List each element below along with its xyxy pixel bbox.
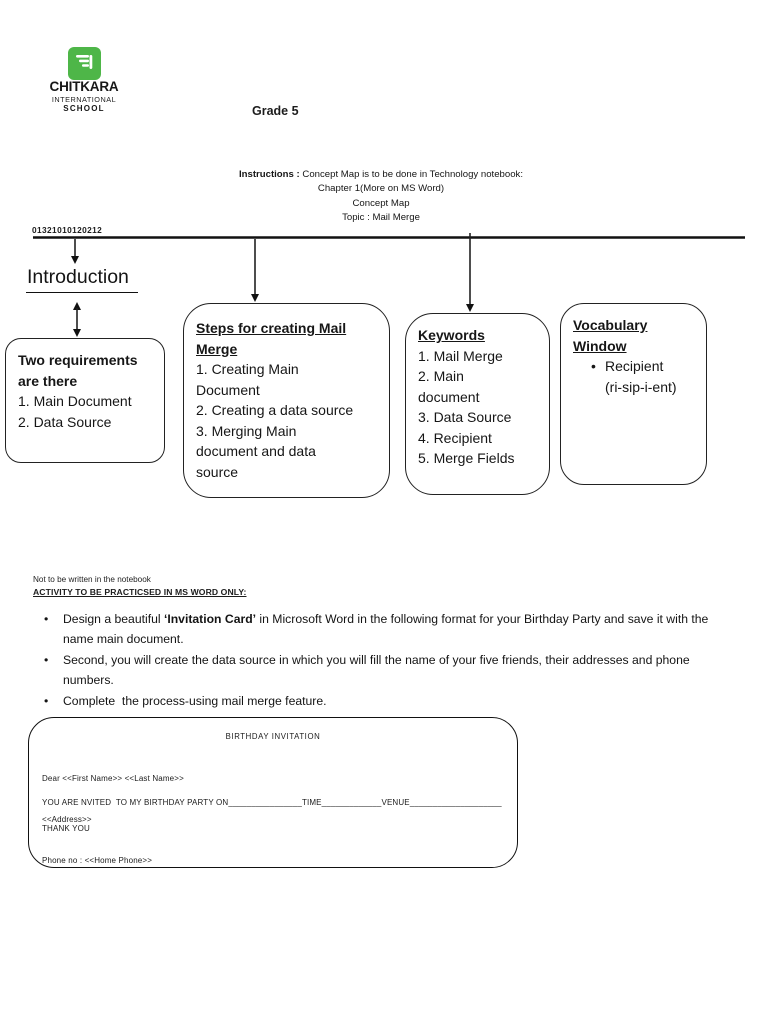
activity-bullet-2: • Second, you will create the data sourc… xyxy=(44,650,722,691)
party-text-1: YOU ARE NVITED TO MY BIRTHDAY PARTY ON xyxy=(42,798,229,807)
bullet-icon: • xyxy=(44,612,49,626)
bullet-1-post: in Microsoft Word in the following forma… xyxy=(63,612,719,647)
text-line: Recipient xyxy=(605,358,664,374)
keywords-box: Keywords 1. Mail Merge 2. Main document 3. … xyxy=(405,313,550,495)
instructions-line-1-text: Concept Map is to be done in Technology … xyxy=(299,169,524,180)
activity-bullet-list: • Design a beautiful ‘Invitation Card’ i… xyxy=(44,609,722,711)
arrow-requirements-icon xyxy=(73,302,81,337)
text-line: 1. Mail Merge xyxy=(418,347,503,364)
activity-note: Not to be written in the notebook xyxy=(33,575,151,584)
invitation-card: BIRTHDAY INVITATION Dear <<First Name>> … xyxy=(28,717,518,868)
text-line: Merge xyxy=(196,340,238,357)
invitation-title: BIRTHDAY INVITATION xyxy=(225,732,321,741)
activity-bullet-3-text: Complete the process-using mail merge fe… xyxy=(63,693,327,708)
instructions-label: Instructions : xyxy=(238,169,300,180)
concept-map-connectors xyxy=(33,233,745,337)
vocabulary-box-item-lines: Recipient (ri-sip-i-ent) xyxy=(605,356,677,397)
text-line: 3. Merging Main xyxy=(196,422,297,439)
text-line: 1. Creating Main xyxy=(196,361,299,377)
instructions-block: Instructions : Concept Map is to be done… xyxy=(0,168,762,226)
arrow-introduction-icon xyxy=(71,239,79,264)
activity-bullet-1: • Design a beautiful ‘Invitation Card’ i… xyxy=(44,609,722,650)
text-line: Window xyxy=(573,337,627,354)
party-text-3: VENUE xyxy=(381,798,410,807)
bullet-icon: • xyxy=(44,652,49,667)
invitation-body: Dear <<First Name>> <<Last Name>> <<Addr… xyxy=(42,744,184,896)
text-line: Vocabulary xyxy=(573,317,648,333)
instructions-line-1: Instructions : Concept Map is to be done… xyxy=(0,168,762,182)
text-line: Document xyxy=(196,381,260,398)
grade-label: Grade 5 xyxy=(252,104,299,118)
text-line: 5. Merge Fields xyxy=(418,450,515,466)
requirements-box-title: Two requirements are there xyxy=(18,350,152,391)
party-text-2: TIME xyxy=(301,798,322,807)
arrow-steps-icon xyxy=(251,239,259,302)
instructions-line-3: Concept Map xyxy=(352,197,410,209)
text-line: 1. Main Document xyxy=(18,393,132,409)
vocabulary-box-item: • Recipient (ri-sip-i-ent) xyxy=(573,356,694,397)
text-line: document xyxy=(418,388,480,405)
requirements-box-items: 1. Main Document 2. Data Source xyxy=(18,391,152,432)
party-blank-3: ____________________ xyxy=(409,798,502,807)
school-logo-icon xyxy=(68,47,101,80)
text-line: 2. Data Source xyxy=(18,413,112,430)
bullet-1-bold: ‘Invitation Card’ xyxy=(163,612,257,626)
text-line: 2. Main xyxy=(418,368,464,384)
student-id: 01321010120212 xyxy=(32,225,103,235)
bullet-icon: • xyxy=(591,358,596,374)
arrow-keywords-icon xyxy=(466,233,474,312)
text-line: Steps for creating Mail xyxy=(196,320,347,336)
text-line: Two requirements xyxy=(18,352,138,368)
activity-bullet-2-text: Second, you will create the data source … xyxy=(63,652,694,688)
school-logo-text: CHITKARA INTERNATIONAL SCHOOL xyxy=(36,80,132,113)
text-line: Keywords xyxy=(418,327,485,343)
text-line: 3. Data Source xyxy=(418,409,512,425)
text-line: (ri-sip-i-ent) xyxy=(605,378,677,395)
invitation-line-dear: Dear <<First Name>> <<Last Name>> xyxy=(42,773,184,783)
bullet-1-pre: Design a beautiful xyxy=(63,612,164,626)
requirements-box: Two requirements are there 1. Main Docume… xyxy=(5,338,165,463)
introduction-label: Introduction xyxy=(26,266,138,293)
text-line: are there xyxy=(18,372,78,389)
invitation-closing: THANK YOU xyxy=(42,824,90,833)
keywords-box-items: 1. Mail Merge 2. Main document 3. Data Sour… xyxy=(418,346,537,469)
activity-bullet-3: • Complete the process-using mail merge … xyxy=(44,691,722,711)
school-name: CHITKARA xyxy=(49,79,119,94)
activity-heading: ACTIVITY TO BE PRACTICSED IN MS WORD ONL… xyxy=(33,587,247,597)
text-line: document and data xyxy=(196,443,316,459)
keywords-box-title: Keywords xyxy=(418,325,537,346)
text-line: 4. Recipient xyxy=(418,429,492,446)
bullet-icon: • xyxy=(44,693,49,708)
party-blank-1: ________________ xyxy=(228,798,302,807)
instructions-line-4: Topic : Mail Merge xyxy=(342,212,420,224)
text-line: source xyxy=(196,463,239,480)
party-blank-2: _____________ xyxy=(321,798,382,807)
invitation-party-line: YOU ARE NVITED TO MY BIRTHDAY PARTY ON__… xyxy=(42,796,508,810)
school-subtitle-school: SCHOOL xyxy=(63,104,105,114)
introduction-label-wrap: Introduction xyxy=(26,266,138,293)
activity-bullet-1-text: Design a beautiful ‘Invitation Card’ in … xyxy=(63,609,722,650)
text-line: 2. Creating a data source xyxy=(196,402,354,418)
invitation-line-address: <<Address>> xyxy=(42,814,92,824)
invitation-line-phone: Phone no : <<Home Phone>> xyxy=(42,856,153,866)
school-subtitle-international: INTERNATIONAL xyxy=(51,95,117,104)
instructions-line-2: Chapter 1(More on MS Word) xyxy=(317,183,445,195)
